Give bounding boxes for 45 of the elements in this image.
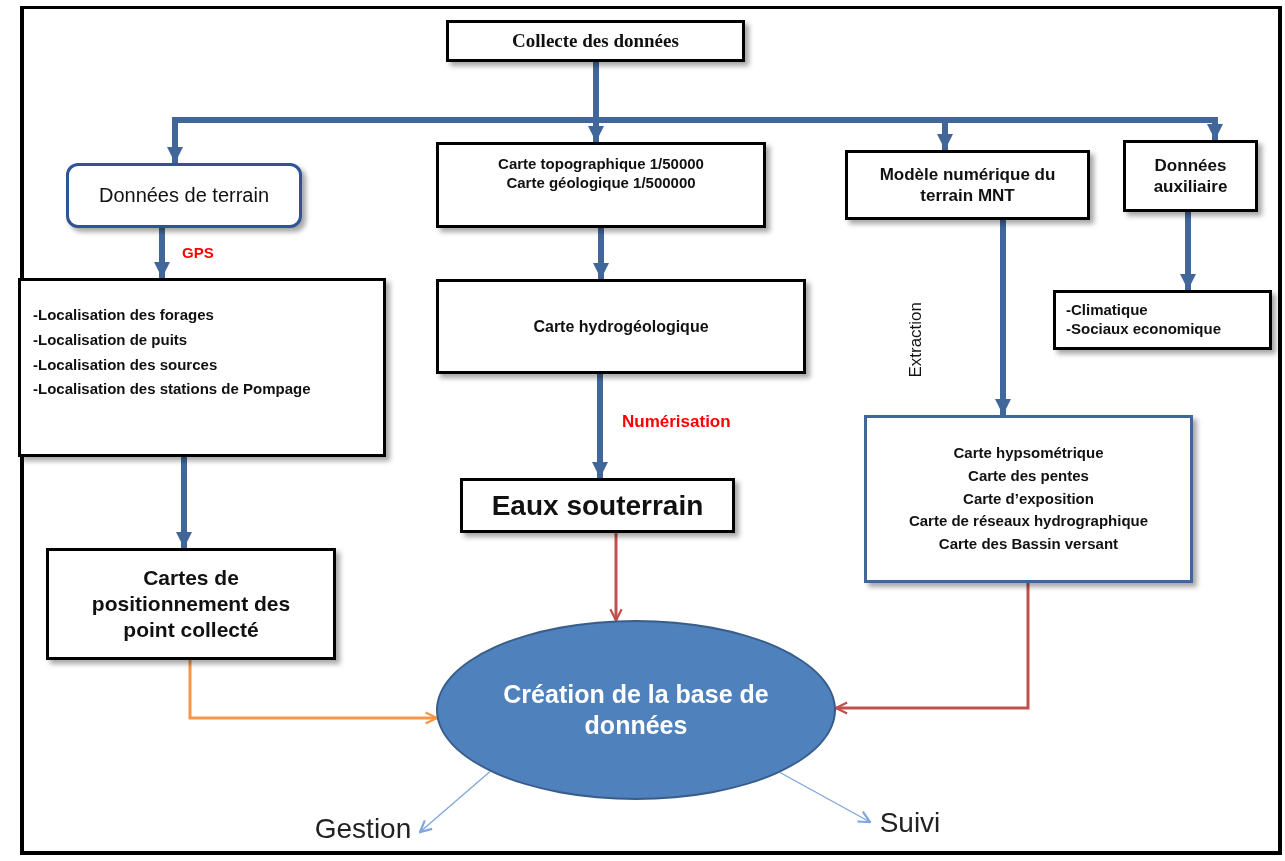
node-text: -Localisation des stations de Pompage	[33, 379, 311, 400]
process-box	[436, 279, 806, 374]
node-text: Carte topographique 1/50000	[498, 155, 704, 174]
node-text: -Localisation des forages	[33, 305, 214, 325]
node-text: Carte géologique 1/500000	[506, 173, 696, 193]
process-box	[46, 548, 336, 660]
node-text: Carte des pentes	[968, 465, 1089, 486]
arrow	[609, 533, 623, 622]
node-text: Carte des Bassin versant	[938, 534, 1119, 555]
node-text: Suivi	[879, 805, 941, 840]
node-text: Carte hypsométrique	[953, 443, 1104, 464]
node-text: Création de la base de données	[502, 678, 770, 741]
process-box	[1123, 140, 1258, 212]
node-text: -Localisation de puits	[33, 329, 188, 350]
node-text: Eaux souterrain	[491, 489, 704, 523]
arrow	[176, 457, 192, 548]
node-text: -Localisation des sources	[33, 354, 218, 375]
node-text: Données auxiliaire	[1152, 154, 1229, 198]
node-text: -Sociaux economique	[1066, 320, 1222, 339]
arrow	[154, 228, 170, 278]
node-text: Modèle numérique du terrain MNT	[878, 163, 1057, 207]
node-text: Gestion	[314, 811, 412, 846]
arrow	[593, 228, 609, 279]
arrow	[834, 583, 1030, 715]
node-text: Cartes de positionnement des point collecté	[90, 564, 292, 644]
arrow	[995, 220, 1011, 415]
arrow	[188, 660, 438, 725]
process-box	[845, 150, 1090, 220]
node-text: Collecte des données	[512, 29, 679, 53]
node-text: Carte d’exposition	[963, 488, 1094, 509]
arrow	[418, 770, 491, 834]
arrow	[592, 374, 608, 478]
node-text: -Climatique	[1066, 301, 1148, 320]
process-box	[1053, 290, 1272, 350]
process-box	[18, 278, 386, 457]
node-text: Carte de réseaux hydrographique	[908, 511, 1149, 532]
node-text: Données de terrain	[98, 183, 270, 208]
process-box	[436, 142, 766, 228]
node-text: Carte hydrogéologique	[533, 316, 709, 337]
arrow	[779, 771, 872, 824]
rounded-box	[66, 163, 302, 228]
arrow	[1180, 212, 1196, 290]
process-box	[460, 478, 735, 533]
process-box	[446, 20, 745, 62]
process-box	[864, 415, 1193, 583]
